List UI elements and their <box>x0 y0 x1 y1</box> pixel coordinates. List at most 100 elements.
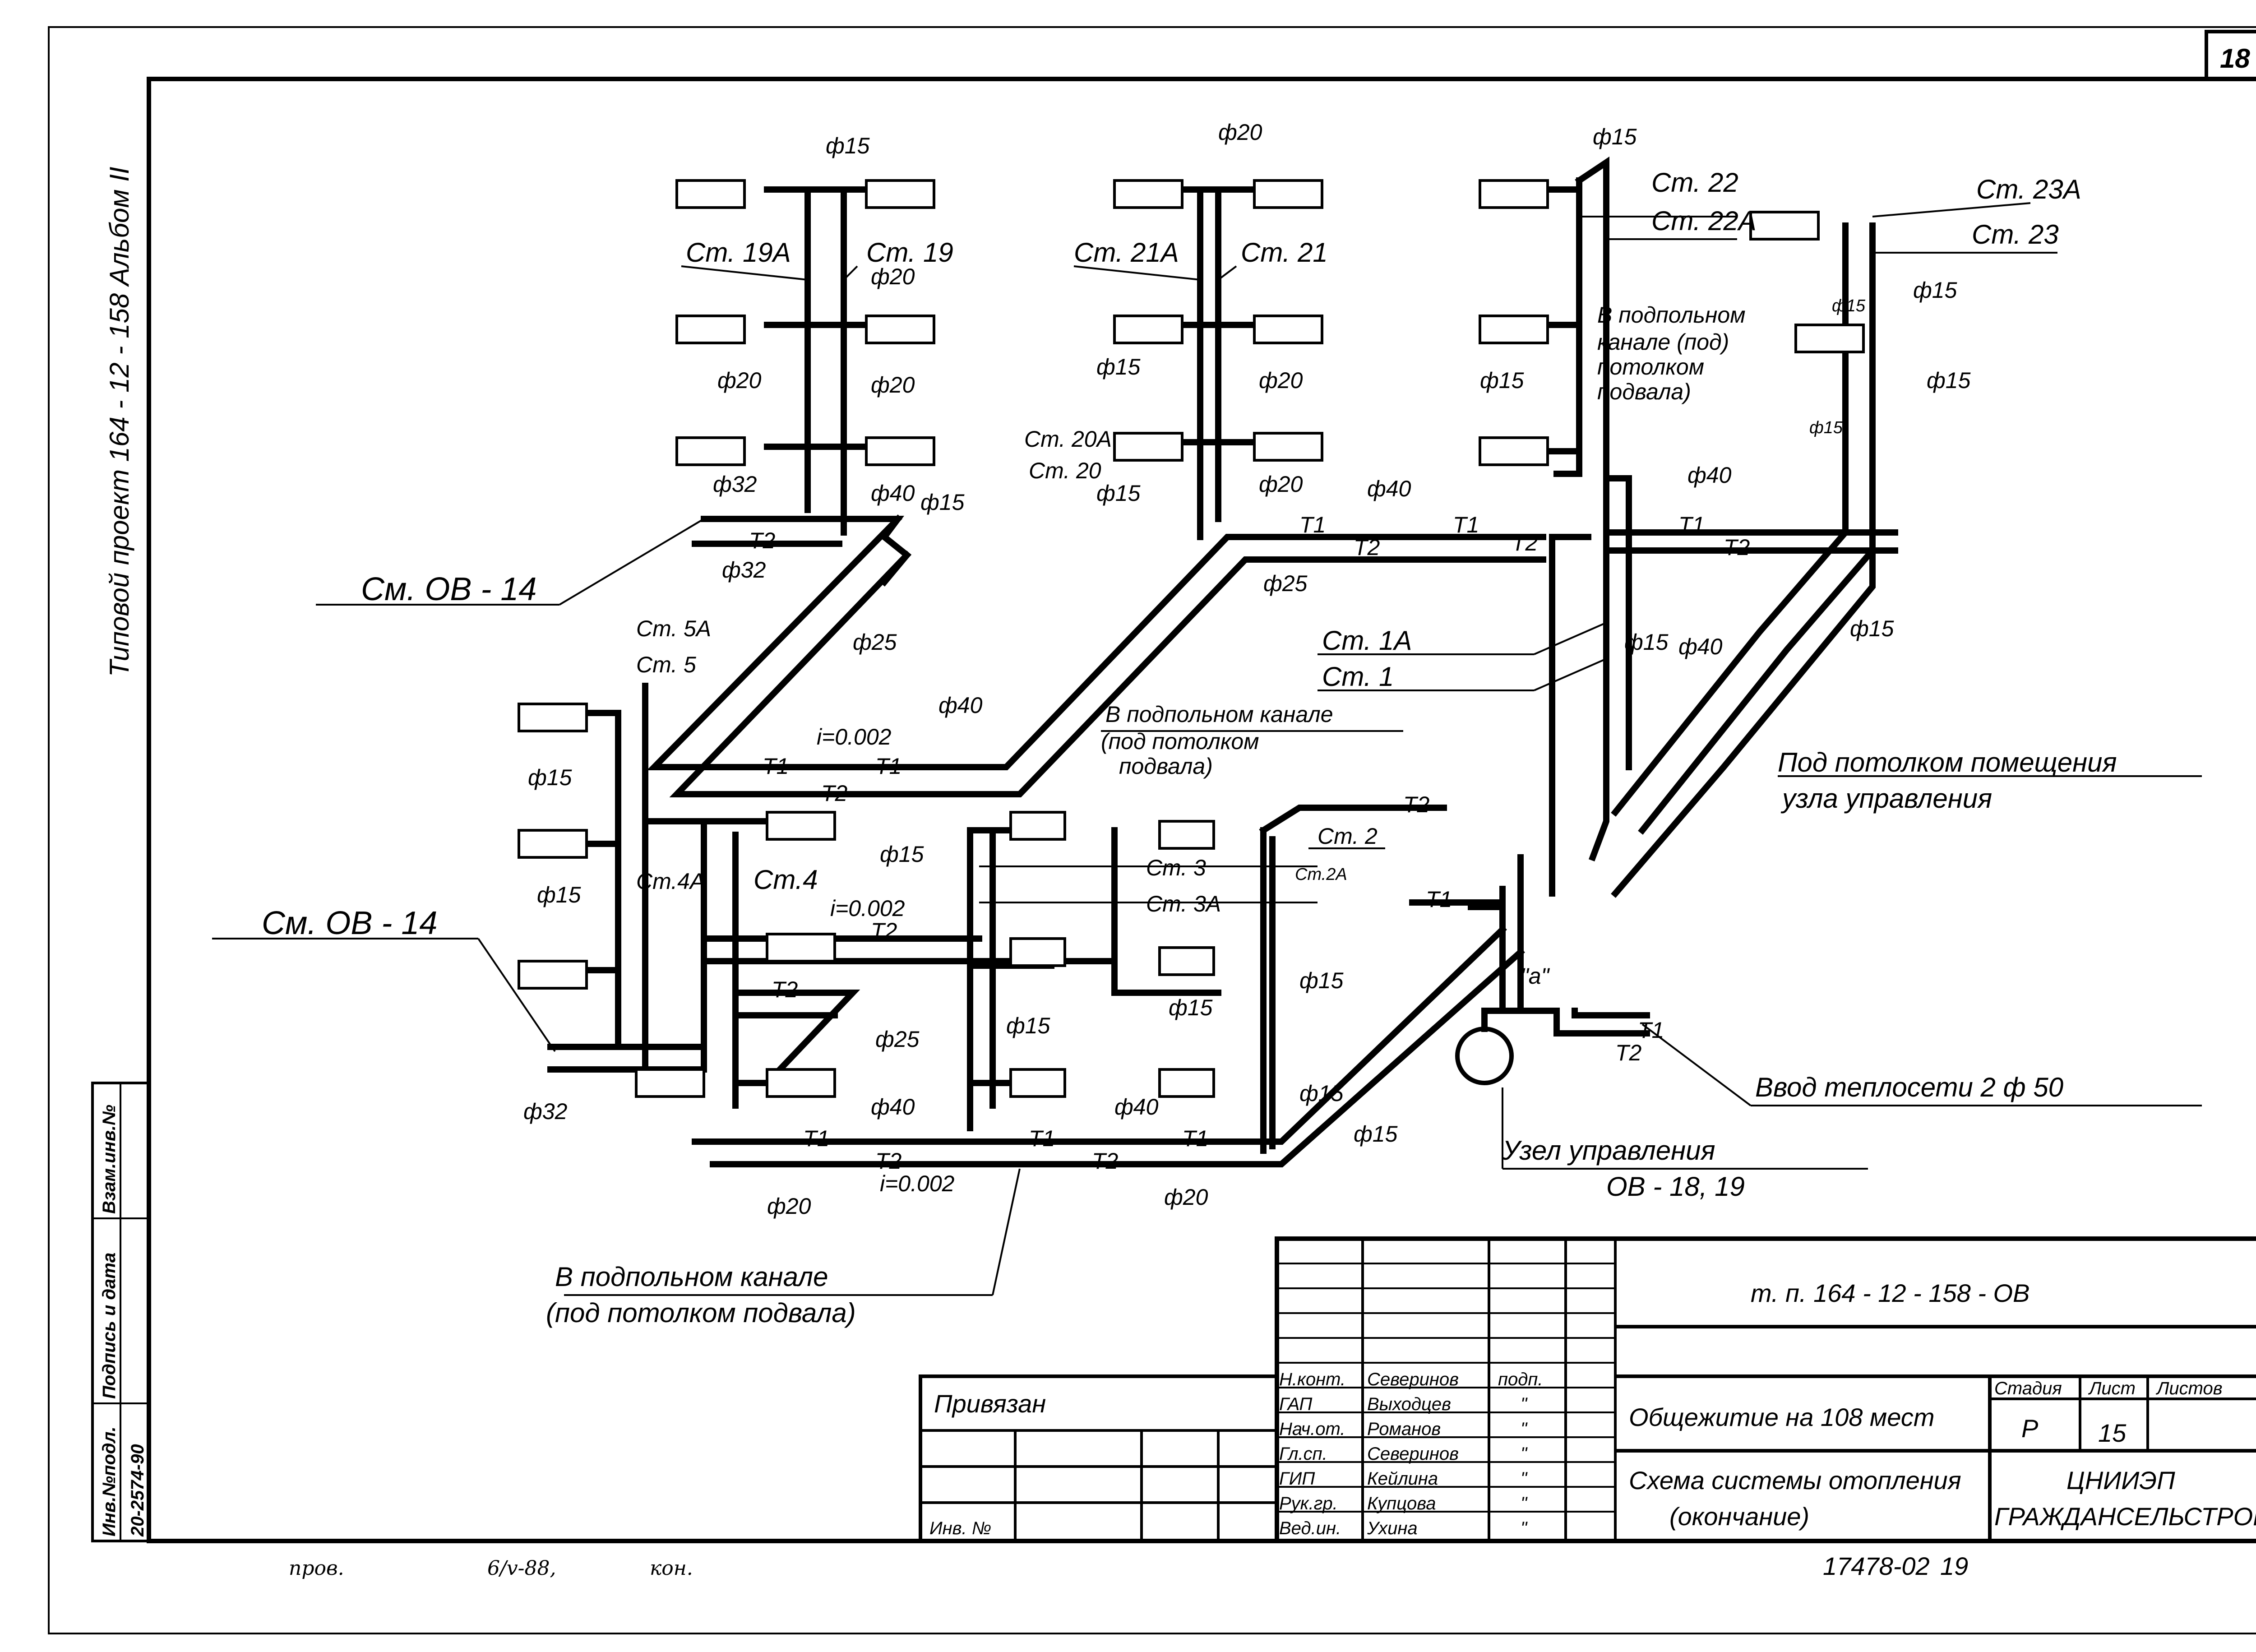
dia-label: ф40 <box>1687 463 1732 488</box>
radiator <box>675 315 746 344</box>
label-st3a: Ст. 3А <box>1146 891 1221 916</box>
role-name: Романов <box>1367 1419 1441 1439</box>
label-st23a: Ст. 23А <box>1976 174 2081 204</box>
dia-label: ф25 <box>1263 571 1308 596</box>
radiator <box>1158 820 1215 850</box>
t1-mark: Т1 <box>1299 512 1326 537</box>
t1-mark: Т1 <box>1426 887 1452 912</box>
label-st5a: Ст. 5А <box>636 616 711 641</box>
note-right-channel-4: подвала) <box>1597 379 1691 404</box>
radiator <box>1479 436 1549 466</box>
drawing-title-2: (окончание) <box>1669 1502 1809 1531</box>
footer-prov: пров. <box>289 1557 344 1580</box>
building-name: Общежитие на 108 мест <box>1629 1403 1934 1431</box>
stage-value: Р <box>2021 1414 2038 1443</box>
radiator <box>1158 946 1215 976</box>
note-channel-2: (под потолком <box>1101 729 1259 754</box>
dia-label: ф20 <box>871 264 915 289</box>
t2-mark: Т2 <box>1724 535 1750 560</box>
dia-label: ф40 <box>1114 1094 1159 1120</box>
dia-label: ф15 <box>1354 1121 1398 1147</box>
label-st23: Ст. 23 <box>1972 219 2059 250</box>
title-block: т. п. 164 - 12 - 158 - ОВ Привязан Инв. … <box>919 1236 2256 1543</box>
note-see-ov14-top: См. ОВ - 14 <box>361 571 536 607</box>
label-st4a: Ст.4А <box>636 869 705 894</box>
notes: См. ОВ - 14 См. ОВ - 14 В подпольном кан… <box>262 302 2117 1328</box>
sheet-header: Лист <box>2088 1379 2136 1398</box>
role-sign: " <box>1521 1419 1528 1439</box>
slope-mark: i=0.002 <box>830 896 905 921</box>
radiator <box>865 179 935 209</box>
t1-mark: Т1 <box>1678 512 1705 537</box>
radiator <box>1009 811 1066 841</box>
dia-label: ф20 <box>871 372 915 398</box>
radiator <box>675 436 746 466</box>
role-name: Выходцев <box>1367 1394 1451 1414</box>
note-bottom-channel-2: (под потолком подвала) <box>546 1298 856 1328</box>
t2-mark: Т2 <box>871 918 897 944</box>
role-sign: " <box>1521 1469 1528 1489</box>
role-sign: " <box>1521 1444 1528 1464</box>
t2-mark: Т2 <box>1403 792 1430 817</box>
dia-label: ф15 <box>1169 995 1213 1020</box>
dia-label: ф15 <box>1927 368 1971 393</box>
radiator <box>1253 179 1323 209</box>
t1-mark: Т1 <box>1029 1126 1055 1151</box>
radiator <box>1113 432 1183 462</box>
t1-mark: Т1 <box>1453 512 1479 537</box>
vzam-inv-label: Взам.инв.№ <box>99 1105 119 1214</box>
role-label: Нач.от. <box>1279 1419 1345 1439</box>
slope-mark: i=0.002 <box>817 724 892 750</box>
dia-label: ф15 <box>826 133 870 158</box>
radiator <box>1479 315 1549 344</box>
left-stamp-block: Инв.№подл. Подпись и дата Взам.инв.№ 20-… <box>91 1082 150 1542</box>
radiator <box>766 811 836 841</box>
role-label: Рук.гр. <box>1279 1494 1338 1513</box>
role-sign: " <box>1521 1518 1528 1538</box>
dia-label: ф20 <box>1259 368 1303 393</box>
label-st2: Ст. 2 <box>1318 824 1378 849</box>
role-sign: " <box>1521 1494 1528 1513</box>
t2-mark: Т2 <box>1512 530 1538 555</box>
dia-label: ф15 <box>1624 629 1669 655</box>
leader-lines <box>212 202 2202 1296</box>
radiator <box>1009 1068 1066 1098</box>
dia-label: ф15 <box>1480 368 1524 393</box>
role-name: Купцова <box>1367 1494 1436 1513</box>
radiator <box>865 436 935 466</box>
radiator <box>766 933 836 963</box>
label-st1: Ст. 1 <box>1322 662 1394 692</box>
radiator <box>1479 179 1549 209</box>
dia-label: ф40 <box>871 481 915 506</box>
radiator <box>865 315 935 344</box>
dia-label: ф15 <box>528 765 572 790</box>
t2-mark: Т2 <box>1092 1148 1119 1174</box>
dia-label: ф25 <box>853 629 897 655</box>
label-st22a: Ст. 22А <box>1651 206 1757 236</box>
dia-label: ф15 <box>1096 354 1141 379</box>
radiator <box>518 703 588 732</box>
role-label: Гл.сп. <box>1279 1444 1327 1464</box>
inv-podl-label: Инв.№подл. <box>99 1426 119 1536</box>
radiator <box>518 829 588 859</box>
sheet-number-box <box>2205 30 2256 81</box>
t2-mark: Т2 <box>1615 1040 1642 1065</box>
radiator <box>1749 211 1820 241</box>
dia-label: ф15 <box>1832 296 1866 315</box>
t1-mark: Т1 <box>763 754 789 779</box>
role-label: Н.конт. <box>1279 1370 1345 1389</box>
note-heat-input: Ввод теплосети 2 ф 50 <box>1755 1072 2063 1102</box>
note-ceiling-room-2: узла управления <box>1780 783 1992 814</box>
label-st19: Ст. 19 <box>866 237 953 268</box>
label-st21: Ст. 21 <box>1241 237 1328 268</box>
role-name: Северинов <box>1367 1444 1459 1464</box>
radiator <box>766 1068 836 1098</box>
dia-label: ф15 <box>1299 968 1344 993</box>
label-st4: Ст.4 <box>754 865 818 895</box>
label-st19a: Ст. 19А <box>686 237 791 268</box>
dia-label: ф15 <box>1299 1081 1344 1106</box>
radiator <box>1113 315 1183 344</box>
note-right-channel-3: потолком <box>1597 354 1704 379</box>
dia-label: ф15 <box>537 882 581 907</box>
